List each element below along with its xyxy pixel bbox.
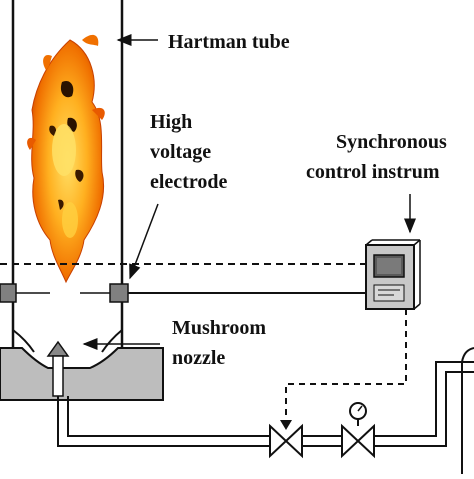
pressure-gauge-icon	[349, 402, 367, 420]
electrode-left	[0, 283, 17, 303]
label-sync-line1: Synchronous	[336, 131, 447, 153]
flame-icon	[27, 34, 105, 284]
control-line-valve	[285, 309, 407, 420]
gas-pipe	[57, 361, 474, 447]
label-electrode-line3: electrode	[150, 171, 227, 193]
label-hartman-tube: Hartman tube	[168, 31, 290, 53]
label-sync-line2: control instrum	[306, 161, 440, 183]
synchronous-control-instrument	[365, 239, 421, 310]
base-block	[0, 347, 164, 401]
label-electrode-line2: voltage	[150, 141, 211, 163]
label-nozzle-line2: nozzle	[172, 347, 225, 369]
electrode-arrow	[129, 203, 159, 280]
label-nozzle-line1: Mushroom	[172, 317, 266, 339]
pressure-valve	[341, 418, 375, 459]
label-electrode-line1: High	[150, 111, 192, 133]
valve-icon	[269, 420, 303, 459]
gas-cylinder	[461, 347, 474, 474]
electrode-right	[109, 283, 129, 303]
